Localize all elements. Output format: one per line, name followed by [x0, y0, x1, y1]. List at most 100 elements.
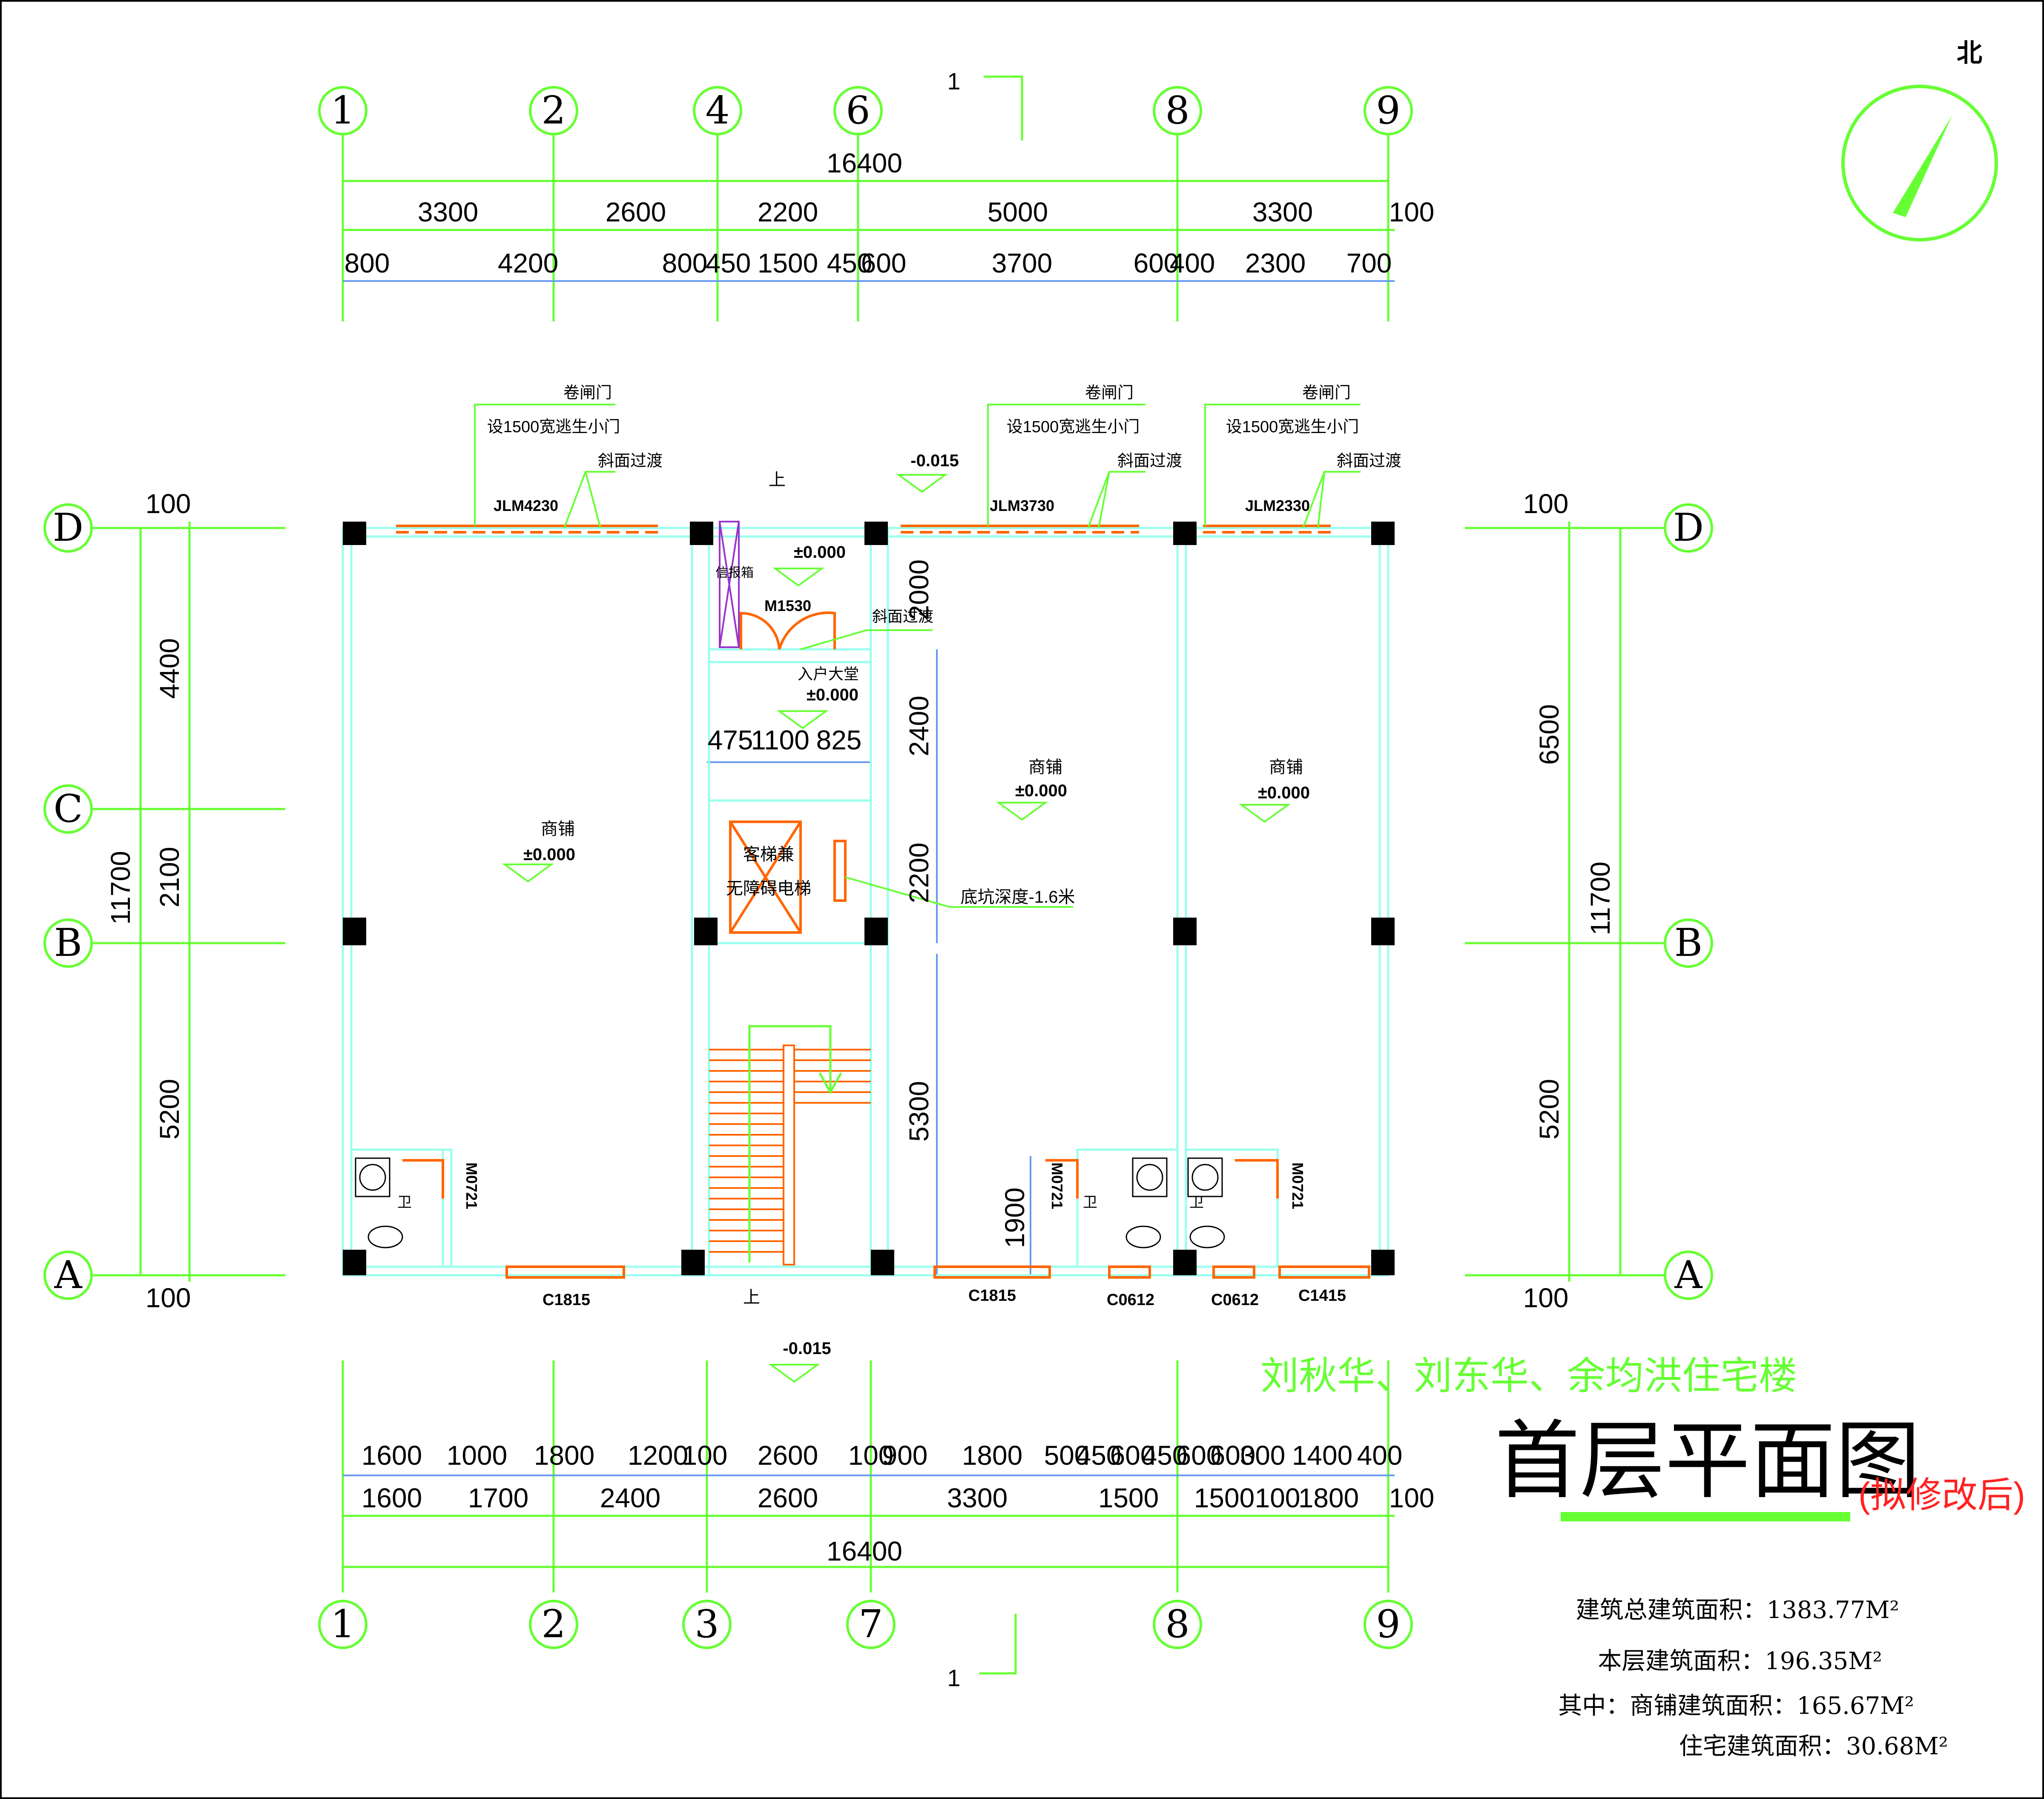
dim-interior: 5300 [904, 1081, 934, 1142]
pit-depth: 底坑深度-1.6米 [961, 888, 1075, 907]
sub-dimension-lines [343, 280, 1395, 1476]
wc-mark-middle: 卫 [1083, 1194, 1097, 1211]
dim-top-row2: 2300 [1245, 248, 1306, 278]
axis-left-b: B [54, 921, 82, 965]
escape-door-note-1: 设1500宽逃生小门 [487, 418, 620, 436]
section-mark-bottom: 1 [947, 1664, 960, 1691]
dim-top-row2: 1500 [758, 248, 818, 278]
dim-left-end: 100 [146, 1283, 191, 1313]
axis-top-8: 8 [1165, 88, 1189, 133]
window-c0612-right: C0612 [1211, 1291, 1259, 1309]
dim-toilet-depth: 1900 [999, 1188, 1030, 1248]
section-mark-top: 1 [947, 68, 960, 95]
rolling-door-note-1: 卷闸门 [563, 384, 612, 402]
escape-door-note-3: 设1500宽逃生小门 [1226, 418, 1359, 436]
rolling-door-label-jlm3730: JLM3730 [990, 497, 1054, 514]
dim-bottom-row2: 450 [1142, 1440, 1188, 1471]
room-shop-right: 商铺 [1269, 758, 1303, 777]
wc-mark-left: 卫 [397, 1194, 412, 1211]
dim-bottom-row1: 2600 [758, 1483, 818, 1513]
dim-right-end: 100 [1523, 488, 1569, 519]
elevation-shop-middle: ±0.000 [1015, 781, 1067, 800]
dim-bottom-row2: 300 [1240, 1440, 1286, 1471]
dim-bottom-row2: 600 [1176, 1440, 1222, 1471]
dim-bottom-row2: 1200 [628, 1440, 688, 1471]
window-c1415: C1415 [1298, 1287, 1346, 1305]
dim-bottom-row2: 2600 [758, 1440, 818, 1471]
area-shop: 其中：商铺建筑面积：165.67M² [1558, 1692, 1914, 1720]
elevator-label-2: 无障碍电梯 [726, 879, 811, 898]
door-m1530: M1530 [764, 597, 811, 614]
dim-lobby: 475 [708, 725, 753, 755]
axis-bottom-8: 8 [1165, 1602, 1189, 1647]
dim-bottom-row2: 100 [682, 1440, 728, 1471]
axis-bubbles [43, 86, 1713, 1649]
rolling-door-label-jlm4230: JLM4230 [494, 497, 558, 514]
north-arrow [1841, 85, 1998, 241]
dim-top-row2: 450 [827, 248, 873, 278]
dim-interior: 2400 [904, 696, 934, 756]
dim-top-row2: 400 [1170, 248, 1215, 278]
dim-bottom-row1: 2400 [600, 1483, 660, 1513]
dim-interior: 2000 [904, 559, 934, 620]
dim-bottom-row2: 600 [1210, 1440, 1256, 1471]
axis-left-d: D [53, 505, 83, 550]
dim-bottom-row2: 1000 [447, 1440, 507, 1471]
slope-note-1: 斜面过渡 [598, 452, 663, 470]
dim-top-row2: 3700 [992, 248, 1052, 278]
axis-bottom-3: 3 [695, 1602, 719, 1647]
rolling-door-label-jlm2330: JLM2330 [1245, 497, 1310, 514]
axis-right-a: A [1674, 1253, 1703, 1297]
dim-top-row2: 600 [861, 248, 907, 278]
axis-left-a: A [54, 1253, 83, 1297]
dim-top-row2: 800 [662, 248, 708, 278]
dim-top-row2: 600 [1134, 248, 1179, 278]
dim-left-end: 100 [146, 488, 191, 519]
axis-top-6: 6 [846, 88, 870, 133]
mailbox [719, 521, 740, 648]
dim-left-part: 4400 [154, 638, 185, 699]
stair-up-bottom: 上 [743, 1288, 760, 1307]
dim-bottom-row1: 1800 [1298, 1483, 1359, 1513]
drawing-title: 首层平面图 [1495, 1414, 1921, 1509]
axis-top-1: 1 [330, 88, 355, 133]
axis-lines [92, 75, 1850, 1675]
axis-right-b: B [1674, 921, 1702, 965]
toilet-fixtures [355, 1157, 1225, 1248]
window-c0612-left: C0612 [1107, 1291, 1154, 1309]
dim-bottom-row2: 1800 [962, 1440, 1022, 1471]
window-c1815-right: C1815 [968, 1287, 1016, 1305]
room-shop-middle: 商铺 [1028, 758, 1062, 777]
door-m0721-right: M0721 [1289, 1162, 1306, 1209]
lobby-label: 入户大堂 [798, 665, 859, 683]
slope-lobby: 斜面过渡 [872, 608, 933, 625]
dim-top-row2: 450 [706, 248, 751, 278]
dim-top-row1: 3300 [1252, 197, 1313, 227]
elevation-shop-left: ±0.000 [523, 845, 575, 864]
slope-note-3: 斜面过渡 [1337, 452, 1401, 470]
leader-lines [474, 404, 1361, 908]
dim-interior: 2200 [904, 843, 934, 903]
elevation-lobby: ±0.000 [807, 686, 858, 704]
dim-bottom-row1: 1700 [468, 1483, 528, 1513]
area-total: 建筑总建筑面积：1383.77M² [1576, 1596, 1899, 1624]
elevation-bottom-entry: -0.015 [783, 1339, 831, 1358]
elevation-shop-right: ±0.000 [1258, 783, 1310, 802]
dim-top-row2: 700 [1346, 248, 1392, 278]
dim-bottom-row2: 400 [1357, 1440, 1403, 1471]
dim-top-total: 16400 [827, 148, 902, 178]
dim-bottom-row1: 1500 [1194, 1483, 1255, 1513]
dim-top-row1: 5000 [988, 197, 1048, 227]
dim-bottom-row1: 100 [1255, 1483, 1300, 1513]
axis-bottom-7: 7 [858, 1602, 883, 1647]
room-shop-left: 商铺 [541, 820, 575, 838]
dim-right-end: 100 [1523, 1283, 1569, 1313]
dim-top-row2: 4200 [498, 248, 558, 278]
dim-bottom-row2: 900 [882, 1440, 928, 1471]
dim-bottom-row2: 1400 [1292, 1440, 1352, 1471]
dim-bottom-row2: 450 [1076, 1440, 1122, 1471]
dim-left-total: 11700 [105, 851, 136, 924]
dim-top-row1: 100 [1389, 197, 1435, 227]
